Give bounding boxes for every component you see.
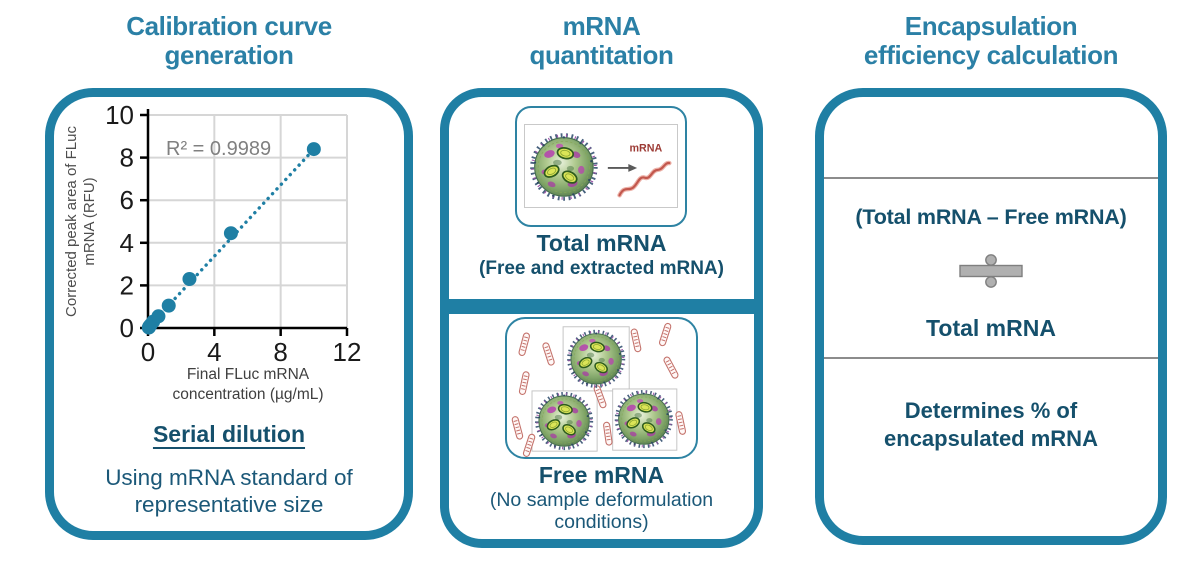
lnp-icon [530,133,598,201]
svg-text:4: 4 [120,228,134,258]
mrna-strand-icon [658,322,673,348]
svg-text:0: 0 [141,337,155,367]
formula-divider-top [824,177,1158,179]
serial-dilution-label: Serial dilution [152,421,306,447]
svg-text:4: 4 [207,337,221,367]
calibration-panel: 0 2 4 6 8 10 0 4 8 12 R² = 0.9989 Corrected peak ar… [45,88,413,540]
divide-icon-wrap [824,254,1158,293]
panel-title-quantitation: mRNA quantitation [529,11,674,71]
free-mrna-svg [510,322,687,457]
formula-divider-bottom [824,357,1158,359]
mrna-label: mRNA [630,142,663,154]
mrna-strand-icon [630,327,642,353]
svg-text:mRNA (RFU): mRNA (RFU) [81,177,98,265]
svg-text:10: 10 [105,100,134,130]
svg-text:8: 8 [273,337,287,367]
svg-text:Corrected peak area of FLuc: Corrected peak area of FLuc [63,126,80,317]
svg-text:0: 0 [120,313,134,343]
encapsulation-result: Determines % of encapsulated mRNA [884,398,1098,451]
total-mrna-heading: Total mRNA [536,230,667,256]
mrna-strand-icon [541,341,556,367]
lnp-extraction-svg: mRNA [530,133,672,201]
formula-denominator: Total mRNA [926,315,1056,341]
calibration-description: Using mRNA standard of representative si… [105,465,353,517]
mrna-strand-icon [510,415,524,441]
arrow-right-icon [607,164,638,172]
chart-x-axis-title: Final FLuc mRNA concentration (µg/mL) [172,366,324,404]
svg-text:R² = 0.9989: R² = 0.9989 [166,138,271,160]
mrna-strand-icon [617,160,672,198]
quantitation-panel: mRNA Total mRNA (Free and extracted mRNA… [440,88,763,548]
panel-title-calibration: Calibration curve generation [126,11,332,71]
mrna-strand-icon [517,331,531,357]
free-mrna-heading: Free mRNA [538,462,665,488]
svg-text:2: 2 [120,270,134,300]
panel-title-encapsulation: Encapsulation efficiency calculation [863,11,1119,71]
free-mrna-subheading: (No sample deformulation conditions) [489,489,714,533]
svg-text:6: 6 [120,185,134,215]
mrna-strand-icon [662,355,680,380]
total-mrna-box: mRNA [515,106,687,227]
divide-icon [959,254,1023,288]
mrna-strand-icon [518,370,531,396]
lnp-extraction-illustration: mRNA [524,124,678,208]
calibration-chart: 0 2 4 6 8 10 0 4 8 12 R² = 0.9989 Corrected peak ar… [63,100,362,367]
free-mrna-box [505,317,698,459]
encapsulation-panel: (Total mRNA – Free mRNA) Total mRNA Dete… [815,88,1167,545]
svg-text:8: 8 [120,143,134,173]
total-mrna-subheading: (Free and extracted mRNA) [479,258,724,279]
formula-numerator: (Total mRNA – Free mRNA) [855,205,1127,229]
mrna-strand-icon [602,421,614,447]
svg-text:12: 12 [333,337,362,367]
panel-divider [440,299,763,314]
